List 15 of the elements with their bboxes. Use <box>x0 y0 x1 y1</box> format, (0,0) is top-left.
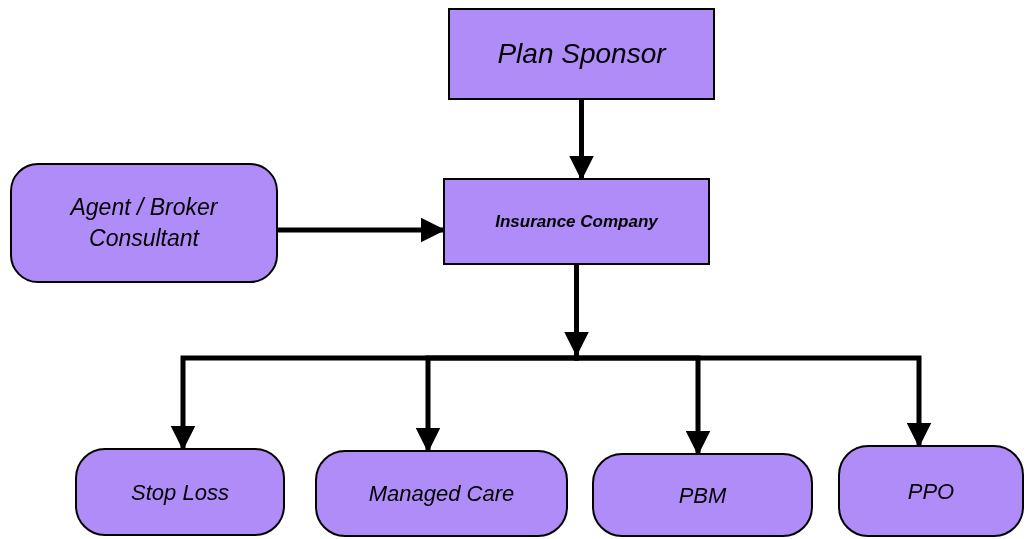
arrow <box>569 100 594 181</box>
process-box <box>448 8 715 100</box>
node-label: Managed Care <box>368 480 515 508</box>
node-label: PPO <box>907 477 955 506</box>
rounded-box <box>75 448 285 536</box>
rounded-box <box>315 450 568 537</box>
rounded-box <box>838 445 1024 537</box>
process-box <box>443 178 710 265</box>
node-label: Agent / Broker Consultant <box>68 193 219 253</box>
node-label: Plan Sponsor <box>497 37 666 71</box>
rounded-box <box>592 453 813 537</box>
rounded-box <box>10 163 278 283</box>
node-label: Stop Loss <box>131 478 229 507</box>
node-label: Insurance Company <box>495 210 658 233</box>
node-label: PBM <box>678 481 727 510</box>
